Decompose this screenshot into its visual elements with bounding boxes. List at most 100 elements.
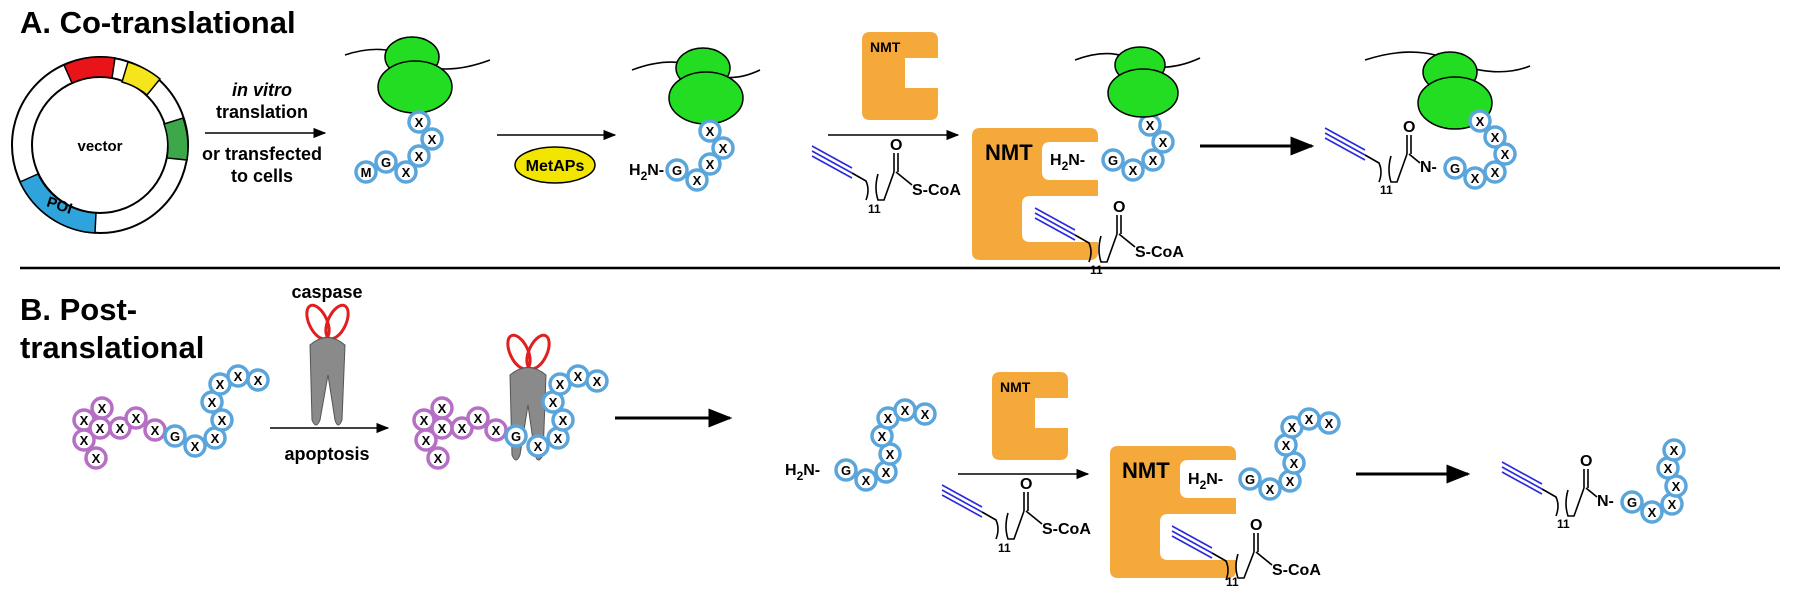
svg-text:H2N-: H2N- <box>629 162 664 183</box>
svg-text:G: G <box>1245 472 1255 487</box>
svg-text:X: X <box>216 377 225 392</box>
section-b-title-line1: B. Post- <box>20 292 137 327</box>
svg-text:X: X <box>1491 130 1500 145</box>
svg-text:X: X <box>98 401 107 416</box>
svg-text:11: 11 <box>1380 183 1393 197</box>
svg-text:X: X <box>402 165 411 180</box>
residue: X <box>1468 109 1492 133</box>
svg-text:X: X <box>234 369 243 384</box>
myristoyl-coa-a: O 11 S-CoA <box>811 137 961 216</box>
residue: X <box>1493 142 1517 166</box>
svg-text:X: X <box>458 421 467 436</box>
svg-text:X: X <box>862 473 871 488</box>
svg-text:O: O <box>890 137 902 154</box>
residue: X <box>698 119 722 143</box>
nmt-label-small: NMT <box>870 39 901 55</box>
residue-purple: X <box>430 416 454 440</box>
svg-text:11: 11 <box>1557 517 1570 531</box>
residue: X <box>893 398 917 422</box>
svg-text:X: X <box>574 369 583 384</box>
residue: X <box>1141 148 1165 172</box>
svg-text:N-: N- <box>1420 159 1437 176</box>
svg-text:X: X <box>882 465 891 480</box>
residue-purple: X <box>466 406 490 430</box>
to-cells-label: to cells <box>231 166 293 186</box>
svg-text:X: X <box>1471 171 1480 186</box>
svg-text:X: X <box>1159 135 1168 150</box>
residue-glycine: G <box>1443 156 1467 180</box>
svg-text:X: X <box>420 413 429 428</box>
svg-text:X: X <box>1129 163 1138 178</box>
residue: X <box>1483 125 1507 149</box>
svg-text:G: G <box>511 429 521 444</box>
svg-text:O: O <box>1580 453 1592 470</box>
residue: X <box>1258 477 1282 501</box>
residue-glycine: G <box>374 150 398 174</box>
nmt-enzyme-large-b: NMT <box>1110 446 1236 578</box>
svg-text:X: X <box>886 447 895 462</box>
svg-text:S-CoA: S-CoA <box>912 182 961 199</box>
svg-text:X: X <box>1476 114 1485 129</box>
svg-text:X: X <box>534 439 543 454</box>
svg-text:X: X <box>706 124 715 139</box>
residue: X <box>1151 130 1175 154</box>
vector-label: vector <box>77 138 122 155</box>
svg-text:X: X <box>1266 482 1275 497</box>
svg-text:H2N-: H2N- <box>785 462 820 483</box>
vector-plasmid: vector POI <box>11 56 189 234</box>
residue-glycine: G <box>163 424 187 448</box>
svg-text:X: X <box>208 395 217 410</box>
metaps-enzyme: MetAPs <box>514 146 596 184</box>
residue-glycine: G <box>834 458 858 482</box>
svg-text:M: M <box>361 165 372 180</box>
svg-text:N-: N- <box>1597 493 1614 510</box>
svg-text:X: X <box>428 132 437 147</box>
nmt-enzyme-small-b: NMT <box>992 372 1068 460</box>
svg-text:X: X <box>211 431 220 446</box>
residue: X <box>420 127 444 151</box>
residue: X <box>1121 158 1145 182</box>
svg-text:G: G <box>841 463 851 478</box>
residue-purple: X <box>84 446 108 470</box>
svg-text:X: X <box>415 115 424 130</box>
svg-text:X: X <box>218 413 227 428</box>
svg-text:X: X <box>1668 497 1677 512</box>
svg-text:X: X <box>901 403 910 418</box>
svg-text:O: O <box>1403 119 1415 136</box>
residue: X <box>226 364 250 388</box>
myristoyl-coa-b: O 11 S-CoA <box>941 476 1091 555</box>
svg-text:X: X <box>1146 118 1155 133</box>
caspase-cleavage-complex: X X X X X X X X G X X X X X X X <box>412 333 609 470</box>
in-vitro-label: in vitro <box>232 80 292 100</box>
cleaved-fragment: H2N- G X X X X X X X <box>785 398 937 492</box>
residue-purple: X <box>484 418 508 442</box>
svg-text:S-CoA: S-CoA <box>1135 244 1184 261</box>
svg-text:X: X <box>1672 479 1681 494</box>
bound-myristoyl-coa-a: O 11 S-CoA <box>1034 199 1184 277</box>
nmt-enzyme-large-a: NMT <box>972 128 1098 260</box>
svg-text:G: G <box>1627 495 1637 510</box>
residue-glycine: G <box>1238 467 1262 491</box>
nmt-label-large-b: NMT <box>1122 458 1170 483</box>
apoptosis-label: apoptosis <box>284 444 369 464</box>
svg-text:X: X <box>1305 412 1314 427</box>
residue: X <box>407 110 431 134</box>
residue-purple: X <box>88 416 112 440</box>
peptide-chain-2: X X X X G H2N- <box>629 119 735 192</box>
residue-glycine: G <box>665 158 689 182</box>
ribosome-1 <box>344 36 491 114</box>
svg-text:X: X <box>719 141 728 156</box>
svg-text:X: X <box>1286 474 1295 489</box>
svg-text:X: X <box>554 431 563 446</box>
svg-text:X: X <box>415 149 424 164</box>
residue-purple: X <box>90 396 114 420</box>
residue: X <box>394 160 418 184</box>
residue: X <box>1138 113 1162 137</box>
amine-terminus: H2N- <box>629 162 664 183</box>
svg-text:O: O <box>1250 517 1262 534</box>
svg-text:G: G <box>672 163 682 178</box>
svg-text:X: X <box>921 407 930 422</box>
svg-text:X: X <box>438 401 447 416</box>
svg-text:X: X <box>693 173 702 188</box>
svg-text:G: G <box>1450 161 1460 176</box>
